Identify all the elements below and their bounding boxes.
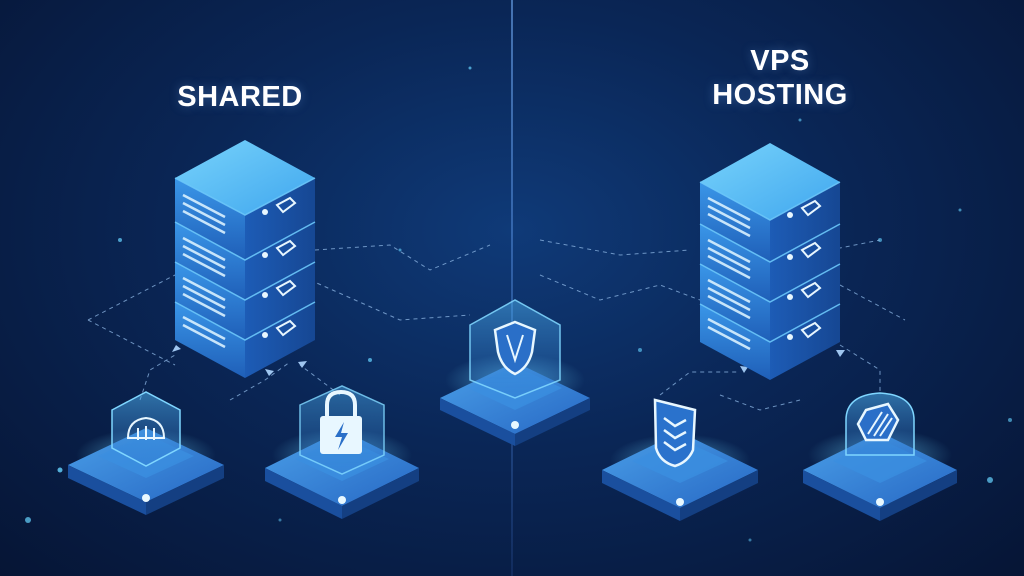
connector-arrows [172,345,845,376]
right-server-stack [699,143,841,380]
vps-hosting-title: VPS HOSTING [690,44,870,112]
right-platform-shield [602,398,758,521]
center-divider [511,0,513,576]
server-rack-icon [174,140,316,378]
right-platform-badge [803,392,957,521]
shield-icon [469,299,561,399]
center-shield-platform [440,299,590,446]
cloud-storage-icon [111,391,181,467]
shared-title: SHARED [177,81,303,113]
shield-chevrons-icon [653,398,697,468]
vps-title-line-2: HOSTING [712,79,848,111]
vps-title-line-1: VPS [750,45,810,77]
server-rack-icon [699,143,841,380]
left-platform-cloud [68,391,224,515]
left-server-stack [174,140,316,378]
padlock-icon [299,385,385,475]
security-badge-icon [845,392,915,456]
connector-lines [87,239,906,411]
left-platform-padlock [265,385,419,519]
